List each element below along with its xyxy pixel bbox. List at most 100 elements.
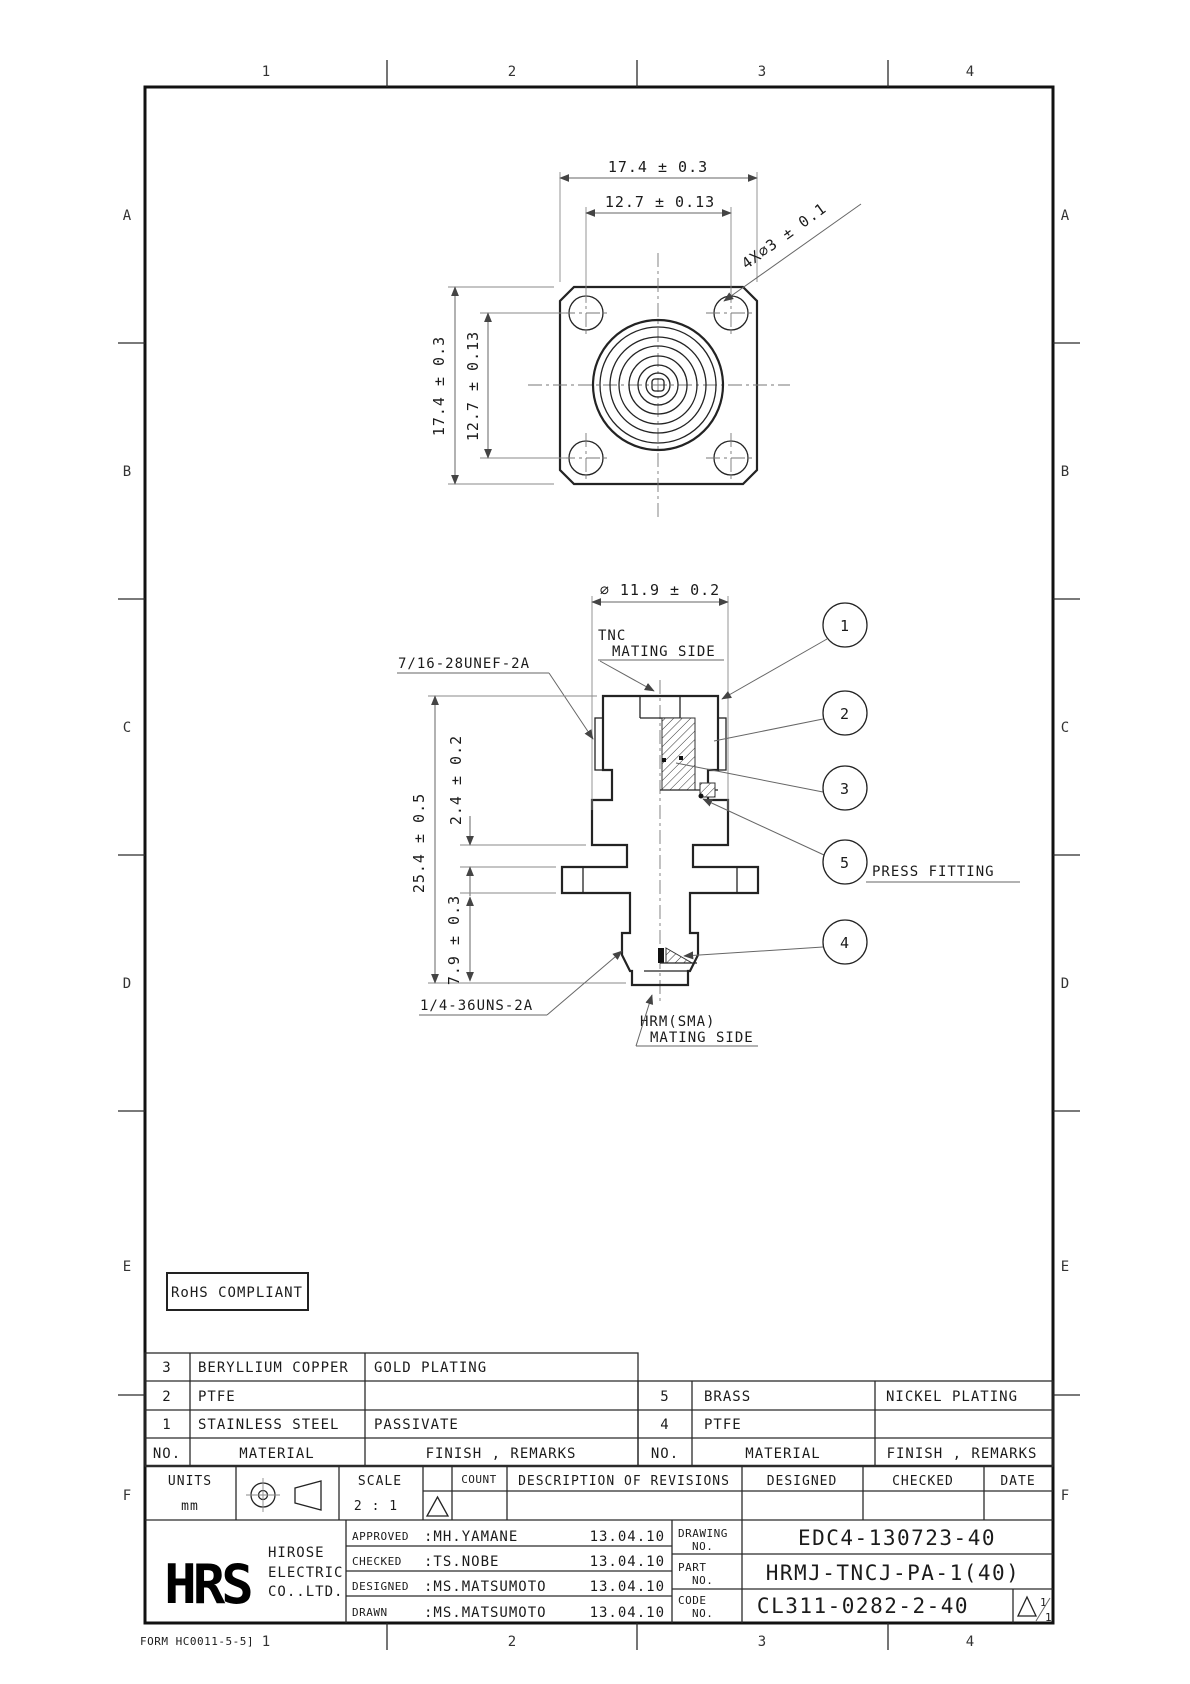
callout-5: 5 [840, 854, 850, 872]
company-name-line3: CO..LTD. [268, 1584, 343, 1600]
front-view: 17.4 ± 0.3 12.7 ± 0.13 4X⌀3 ± 0.1 17.4 ±… [430, 158, 862, 517]
dim-mid: 2.4 ± 0.2 [447, 735, 465, 825]
zone-col-label: 1 [262, 1634, 270, 1650]
no-label: NO. [692, 1607, 713, 1620]
count-label: COUNT [461, 1473, 497, 1486]
mat-row-no: 5 [660, 1389, 669, 1405]
company-name-line1: HIROSE [268, 1545, 325, 1561]
signoff-date: 13.04.10 [590, 1579, 665, 1595]
designed-col-label: DESIGNED [767, 1474, 838, 1489]
materials-table: 3 BERYLLIUM COPPER GOLD PLATING 2 PTFE 1… [144, 1352, 1054, 1467]
mat-row-no: 2 [162, 1389, 171, 1405]
scale-label: SCALE [358, 1474, 402, 1489]
dim-hole-pitch-v: 12.7 ± 0.13 [464, 331, 482, 441]
drawing-number: EDC4-130723-40 [798, 1526, 996, 1550]
mat-header-material: MATERIAL [745, 1446, 820, 1462]
label-tnc: TNC [598, 628, 626, 644]
mat-header-no: NO. [153, 1446, 181, 1462]
sheet-frame [118, 60, 1080, 1650]
zone-row-label: E [123, 1259, 131, 1275]
signoff-role: DRAWN [352, 1606, 388, 1619]
zone-col-label: 2 [508, 1634, 516, 1650]
section-view: ⌀ 11.9 ± 0.2 TNC MATING SIDE 7/16-28UNEF… [397, 581, 1020, 1047]
dim-overall-length: 25.4 ± 0.5 [410, 793, 428, 893]
dim-flange-width: 17.4 ± 0.3 [608, 158, 708, 176]
callout-4: 4 [840, 934, 850, 952]
mat-row-finish: PASSIVATE [374, 1417, 459, 1433]
zone-row-label: C [1061, 720, 1069, 736]
mat-row-no: 3 [162, 1360, 171, 1376]
signoff-name: :MS.MATSUMOTO [424, 1605, 547, 1621]
zone-labels: 1 2 3 4 1 2 3 4 A B C D E F A B C D E F … [123, 64, 1070, 1650]
mat-header-material: MATERIAL [239, 1446, 314, 1462]
dim-flange-height: 17.4 ± 0.3 [430, 336, 448, 436]
zone-row-label: D [1061, 976, 1069, 992]
signoff-role: APPROVED [352, 1530, 409, 1543]
part-no-label: PART [678, 1561, 707, 1574]
signoff-date: 13.04.10 [590, 1554, 665, 1570]
mat-row-material: PTFE [198, 1389, 236, 1405]
sheet-current: 1 [1040, 1596, 1047, 1609]
company-block: HRS HIROSE ELECTRIC CO..LTD. [164, 1545, 343, 1616]
callout-2: 2 [840, 705, 850, 723]
zone-row-label: A [123, 208, 132, 224]
title-block: UNITS mm SCALE 2 : 1 COUNT DESCRIPTION O… [145, 1464, 1053, 1624]
label-sma: HRM(SMA) [640, 1014, 715, 1030]
sheet-revision-triangle-icon [1016, 1595, 1038, 1617]
code-number: CL311-0282-2-40 [757, 1594, 969, 1618]
signoff-role: CHECKED [352, 1555, 402, 1568]
no-label: NO. [692, 1574, 713, 1587]
hrs-logo: HRS [164, 1553, 251, 1616]
mat-row-material: STAINLESS STEEL [198, 1417, 339, 1433]
mat-row-material: PTFE [704, 1417, 742, 1433]
signoff-role: DESIGNED [352, 1580, 409, 1593]
signoff-name: :MH.YAMANE [424, 1529, 518, 1545]
dim-lower: 7.9 ± 0.3 [445, 895, 463, 985]
mat-header-finish: FINISH , REMARKS [426, 1446, 577, 1462]
zone-row-label: B [1061, 464, 1069, 480]
form-number: FORM HC0011-5-5] [140, 1635, 254, 1648]
no-label: NO. [692, 1540, 713, 1553]
signoff-date: 13.04.10 [590, 1605, 665, 1621]
mat-row-no: 4 [660, 1417, 669, 1433]
press-fitting-label: PRESS FITTING [872, 864, 995, 880]
units-label: UNITS [168, 1474, 212, 1489]
label-sma-mating-side: MATING SIDE [650, 1030, 754, 1046]
rohs-compliant-box: RoHS COMPLIANT [166, 1272, 309, 1311]
sheet-total: 1 [1045, 1611, 1052, 1624]
thread-top-label: 7/16-28UNEF-2A [398, 656, 530, 672]
zone-row-label: A [1061, 208, 1070, 224]
dim-hole-pitch-h: 12.7 ± 0.13 [605, 193, 715, 211]
signoff-name: :MS.MATSUMOTO [424, 1579, 547, 1595]
thread-bottom-label: 1/4-36UNS-2A [420, 998, 533, 1014]
signoff-name: :TS.NOBE [424, 1554, 499, 1570]
mat-row-material: BERYLLIUM COPPER [198, 1360, 349, 1376]
revisions-label: DESCRIPTION OF REVISIONS [518, 1474, 730, 1489]
dim-body-diameter: ⌀ 11.9 ± 0.2 [600, 581, 720, 599]
company-name-line2: ELECTRIC [268, 1565, 343, 1581]
units-value: mm [181, 1499, 199, 1514]
zone-col-label: 4 [966, 64, 974, 80]
scale-value: 2 : 1 [354, 1499, 398, 1514]
rohs-label: RoHS COMPLIANT [171, 1285, 303, 1301]
drawing-no-label: DRAWING [678, 1527, 728, 1540]
mat-row-finish: NICKEL PLATING [886, 1389, 1018, 1405]
signoff-date: 13.04.10 [590, 1529, 665, 1545]
zone-col-label: 4 [966, 1634, 974, 1650]
mat-header-no: NO. [651, 1446, 679, 1462]
revision-triangle-icon [425, 1495, 450, 1517]
zone-row-label: D [123, 976, 131, 992]
zone-row-label: F [1061, 1488, 1069, 1504]
zone-row-label: C [123, 720, 131, 736]
zone-col-label: 3 [758, 1634, 766, 1650]
zone-col-label: 3 [758, 64, 766, 80]
mat-row-material: BRASS [704, 1389, 751, 1405]
callout-1: 1 [840, 617, 850, 635]
zone-col-label: 1 [262, 64, 270, 80]
zone-row-label: F [123, 1488, 131, 1504]
mat-row-finish: GOLD PLATING [374, 1360, 487, 1376]
signoff-rows: APPROVED :MH.YAMANE 13.04.10 CHECKED :TS… [352, 1529, 665, 1621]
code-no-label: CODE [678, 1594, 707, 1607]
